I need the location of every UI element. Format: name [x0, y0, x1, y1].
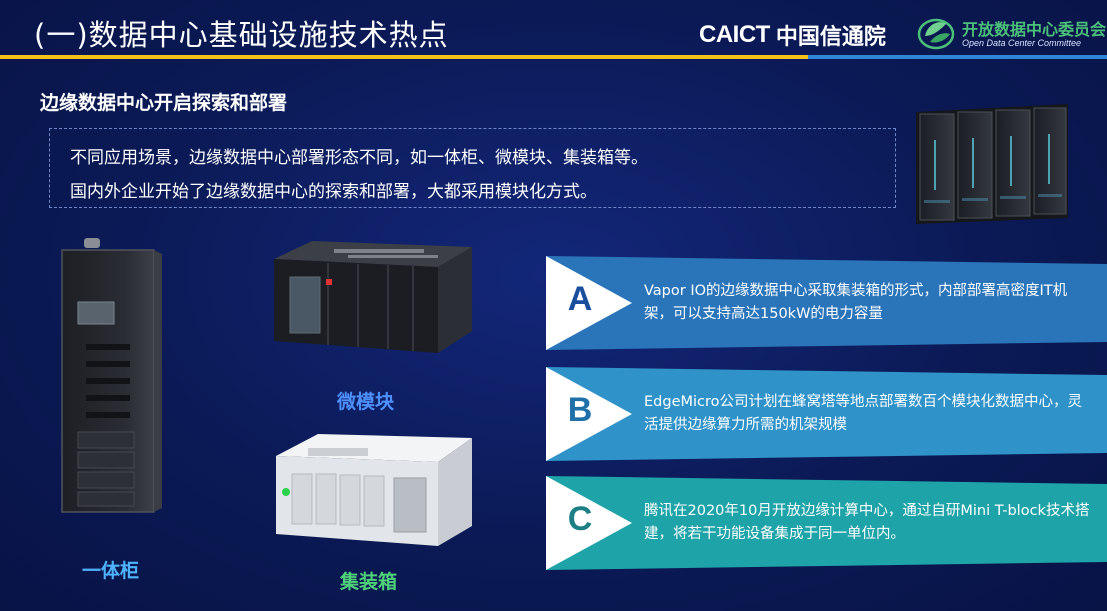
- module-label: 微模块: [337, 391, 395, 413]
- leaf-globe-icon: [917, 18, 955, 50]
- case-a: A Vapor IO的边缘数据中心采取集装箱的形式，内部部署高密度IT机架，可以…: [546, 256, 1107, 350]
- intro-line-1: 不同应用场景，边缘数据中心部署形态不同，如一体柜、微模块、集装箱等。: [70, 148, 648, 168]
- case-a-text: Vapor IO的边缘数据中心采取集装箱的形式，内部部署高密度IT机架，可以支持…: [644, 283, 1068, 322]
- title-underline-blue: [808, 55, 1107, 59]
- case-b-text: EdgeMicro公司计划在蜂窝塔等地点部署数百个模块化数据中心，灵活提供边缘算…: [644, 394, 1083, 433]
- odcc-cn-name: 开放数据中心委员会: [962, 20, 1107, 39]
- cabinet-label: 一体柜: [82, 560, 140, 582]
- caict-logo-text: CAICT: [699, 21, 770, 48]
- server-rack-row-image: [916, 104, 1068, 224]
- integrated-cabinet-image: [61, 238, 162, 513]
- intro-line-2: 国内外企业开始了边缘数据中心的探索和部署，大都采用模块化方式。: [70, 182, 597, 202]
- case-b-letter: B: [567, 391, 593, 429]
- case-b-band-shape: [546, 367, 1107, 461]
- caict-logo: CAICT 中国信通院: [699, 18, 886, 52]
- case-b: B EdgeMicro公司计划在蜂窝塔等地点部署数百个模块化数据中心，灵活提供边…: [546, 367, 1107, 461]
- case-a-band-shape: [546, 256, 1107, 350]
- case-c-text: 腾讯在2020年10月开放边缘计算中心，通过自研Mini T-block技术搭建…: [644, 503, 1090, 542]
- page-title: (一)数据中心基础设施技术热点: [34, 18, 449, 52]
- intro-box: 不同应用场景，边缘数据中心部署形态不同，如一体柜、微模块、集装箱等。 国内外企业…: [49, 128, 896, 208]
- odcc-en-name: Open Data Center Committee: [962, 38, 1082, 48]
- container-datacenter-image: [276, 434, 472, 546]
- container-label: 集装箱: [340, 571, 398, 593]
- section-subtitle: 边缘数据中心开启探索和部署: [40, 92, 288, 114]
- case-c-band-shape: [546, 476, 1107, 570]
- title-underline-yellow: [0, 55, 808, 59]
- caict-cn-name: 中国信通院: [775, 25, 886, 50]
- case-c-letter: C: [567, 500, 593, 538]
- micro-module-image: [274, 241, 472, 353]
- case-c: C 腾讯在2020年10月开放边缘计算中心，通过自研Mini T-block技术…: [546, 476, 1107, 570]
- case-a-letter: A: [567, 280, 593, 318]
